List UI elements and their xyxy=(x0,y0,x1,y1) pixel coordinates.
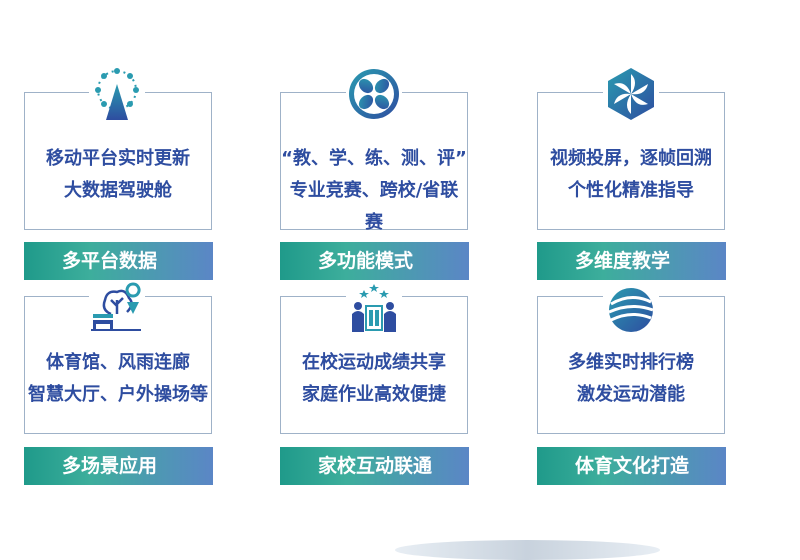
card-line-1: 体育馆、风雨连廊 xyxy=(46,352,190,373)
card-text: “教、学、练、测、评” 专业竞赛、跨校/省联赛 xyxy=(281,143,467,239)
feature-card-home-school: 在校运动成绩共享 家庭作业高效便捷 xyxy=(280,296,468,434)
banner-multi-platform: 多平台数据 xyxy=(24,242,213,280)
card-text: 移动平台实时更新 大数据驾驶舱 xyxy=(25,143,211,207)
banner-sports-culture: 体育文化打造 xyxy=(537,447,726,485)
card-text: 体育馆、风雨连廊 智慧大厅、户外操场等 xyxy=(25,347,211,411)
card-line-2: 专业竞赛、跨校/省联赛 xyxy=(289,180,459,233)
card-line-1: 视频投屏，逐帧回溯 xyxy=(550,148,712,169)
park-scene-icon xyxy=(89,280,145,336)
card-line-2: 激发运动潜能 xyxy=(577,384,685,405)
card-text: 视频投屏，逐帧回溯 个性化精准指导 xyxy=(538,143,724,207)
card-line-2: 个性化精准指导 xyxy=(568,180,694,201)
banner-multi-function: 多功能模式 xyxy=(280,242,469,280)
ferris-wheel-icon xyxy=(89,66,145,122)
banner-multi-scene: 多场景应用 xyxy=(24,447,213,485)
hexagon-shutter-icon xyxy=(603,66,659,122)
school-family-icon xyxy=(346,280,402,336)
card-line-2: 家庭作业高效便捷 xyxy=(302,384,446,405)
card-line-1: 在校运动成绩共享 xyxy=(302,352,446,373)
card-line-2: 大数据驾驶舱 xyxy=(64,180,172,201)
card-text: 在校运动成绩共享 家庭作业高效便捷 xyxy=(281,347,467,411)
card-line-2: 智慧大厅、户外操场等 xyxy=(28,384,208,405)
fan-icon xyxy=(346,66,402,122)
decorative-arc xyxy=(395,540,660,560)
card-line-1: 移动平台实时更新 xyxy=(46,148,190,169)
swirl-globe-icon xyxy=(603,282,659,338)
card-line-1: 多维实时排行榜 xyxy=(568,352,694,373)
card-line-1: “教、学、练、测、评” xyxy=(281,148,467,169)
card-text: 多维实时排行榜 激发运动潜能 xyxy=(538,347,724,411)
banner-home-school: 家校互动联通 xyxy=(280,447,469,485)
banner-multi-dimension: 多维度教学 xyxy=(537,242,726,280)
